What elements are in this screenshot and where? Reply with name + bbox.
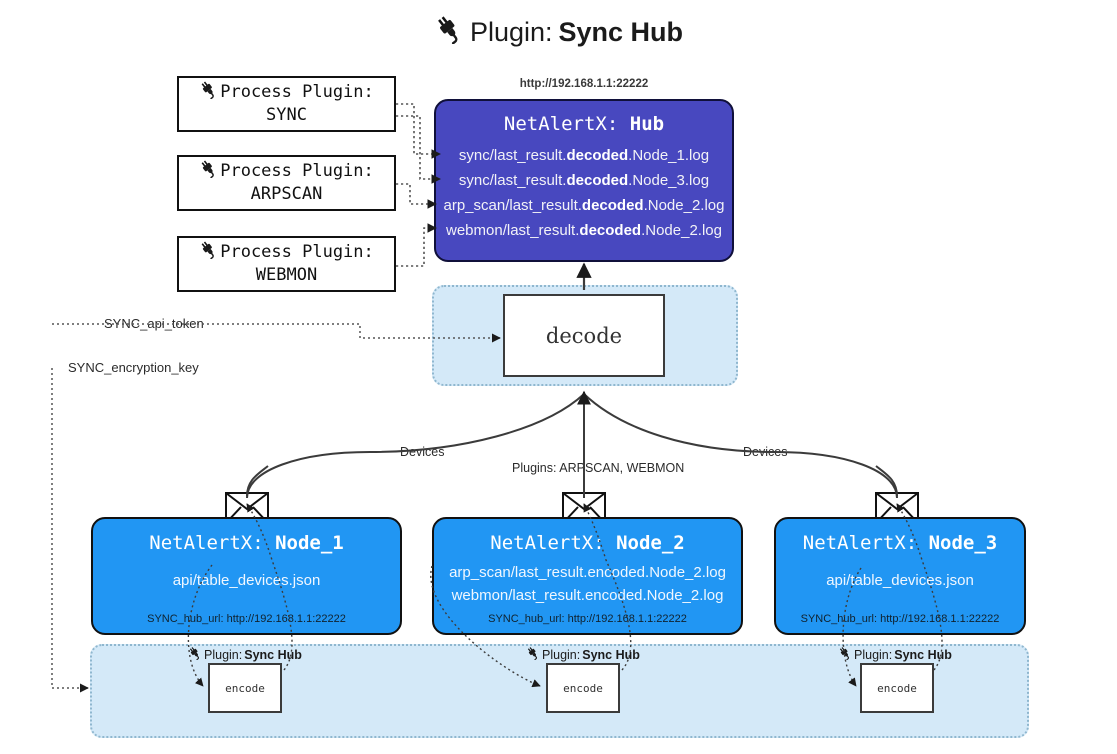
process-plugin-label: Process Plugin: xyxy=(220,81,374,102)
node-box-node3[interactable]: NetAlertX: Node_3 api/table_devices.json… xyxy=(774,517,1026,635)
encode-box-3[interactable]: encode xyxy=(860,663,934,713)
page-title: Plugin: Sync Hub xyxy=(0,14,1117,51)
process-plugin-box-arpscan[interactable]: Process Plugin: ARPSCAN xyxy=(177,155,396,211)
hub-log-line: sync/last_result.decoded.Node_3.log xyxy=(458,172,710,189)
plug-icon xyxy=(199,240,218,265)
plug-icon xyxy=(526,646,540,663)
edge-encryption-key-to-encoders xyxy=(51,368,89,693)
edge-node2-to-encode2 xyxy=(430,565,541,688)
process-plugin-name: SYNC xyxy=(266,105,307,125)
process-plugin-name: ARPSCAN xyxy=(250,184,323,204)
stem-node1 xyxy=(246,465,269,497)
node-footer: SYNC_hub_url: http://192.168.1.1:22222 xyxy=(800,613,1000,625)
plug-icon xyxy=(199,80,218,105)
edge-webmon-to-log4 xyxy=(396,223,437,267)
encoder-plugin-label-2: Plugin: Sync Hub xyxy=(526,646,640,663)
encoder-plugin-label-3: Plugin: Sync Hub xyxy=(838,646,952,663)
encode-box-1[interactable]: encode xyxy=(208,663,282,713)
process-plugin-box-sync[interactable]: Process Plugin: SYNC xyxy=(177,76,396,132)
node-title: NetAlertX: Node_3 xyxy=(802,532,998,554)
edge-node1-to-encode1 xyxy=(187,564,213,687)
hub-title: NetAlertX: Hub xyxy=(503,113,665,135)
edge-sync-to-log2 xyxy=(396,115,441,184)
plugin-name: Sync Hub xyxy=(244,647,302,662)
label-sync-encryption-key: SYNC_encryption_key xyxy=(64,360,203,375)
node-box-node1[interactable]: NetAlertX: Node_1 api/table_devices.json… xyxy=(91,517,402,635)
process-plugin-name: WEBMON xyxy=(255,265,318,285)
hub-log-line: sync/last_result.decoded.Node_1.log xyxy=(458,147,710,164)
edge-node3-to-decode xyxy=(583,393,898,499)
node-title: NetAlertX: Node_1 xyxy=(149,532,344,554)
process-plugin-box-webmon[interactable]: Process Plugin: WEBMON xyxy=(177,236,396,292)
plugin-prefix: Plugin: xyxy=(854,647,893,662)
process-plugin-label: Process Plugin: xyxy=(220,160,374,181)
edge-api-token-to-decode xyxy=(52,323,501,343)
node-line: arp_scan/last_result.encoded.Node_2.log xyxy=(449,564,726,581)
edge-encode2-to-node2 xyxy=(583,503,632,671)
edge-arpscan-to-log3 xyxy=(396,183,437,209)
plugin-prefix: Plugin: xyxy=(542,647,581,662)
edge-node1-to-decode xyxy=(246,393,585,499)
title-prefix: Plugin: xyxy=(469,17,553,47)
node-box-node2[interactable]: NetAlertX: Node_2 arp_scan/last_result.e… xyxy=(432,517,743,635)
decode-box[interactable]: decode xyxy=(503,294,665,377)
node-title: NetAlertX: Node_2 xyxy=(490,532,685,554)
node-line: api/table_devices.json xyxy=(826,572,974,589)
title-name: Sync Hub xyxy=(558,17,684,47)
node-line: webmon/last_result.encoded.Node_2.log xyxy=(451,587,724,604)
hub-log-list: sync/last_result.decoded.Node_1.log sync… xyxy=(436,143,732,243)
hub-url: http://192.168.1.1:22222 xyxy=(519,78,649,90)
node-footer: SYNC_hub_url: http://192.168.1.1:22222 xyxy=(147,613,346,625)
edge-node3-to-encode3 xyxy=(842,567,862,687)
process-plugin-label: Process Plugin: xyxy=(220,241,374,262)
plugin-prefix: Plugin: xyxy=(204,647,243,662)
edge-encode1-to-node1 xyxy=(246,503,293,671)
plugin-name: Sync Hub xyxy=(894,647,952,662)
node-line: api/table_devices.json xyxy=(172,572,321,589)
plug-icon xyxy=(199,159,218,184)
stem-node3 xyxy=(875,465,898,497)
edge-label-plugins-center: Plugins: ARPSCAN, WEBMON xyxy=(508,461,689,475)
encode-box-2[interactable]: encode xyxy=(546,663,620,713)
hub-log-line: webmon/last_result.decoded.Node_2.log xyxy=(446,222,722,239)
node-footer: SYNC_hub_url: http://192.168.1.1:22222 xyxy=(488,613,687,625)
hub-log-line: arp_scan/last_result.decoded.Node_2.log xyxy=(443,197,725,214)
edge-encode3-to-node3 xyxy=(896,503,943,671)
plug-icon xyxy=(188,646,202,663)
encoder-plugin-label-1: Plugin: Sync Hub xyxy=(188,646,302,663)
plug-icon xyxy=(434,14,464,51)
edge-sync-to-log1 xyxy=(396,103,441,159)
plugin-name: Sync Hub xyxy=(582,647,640,662)
